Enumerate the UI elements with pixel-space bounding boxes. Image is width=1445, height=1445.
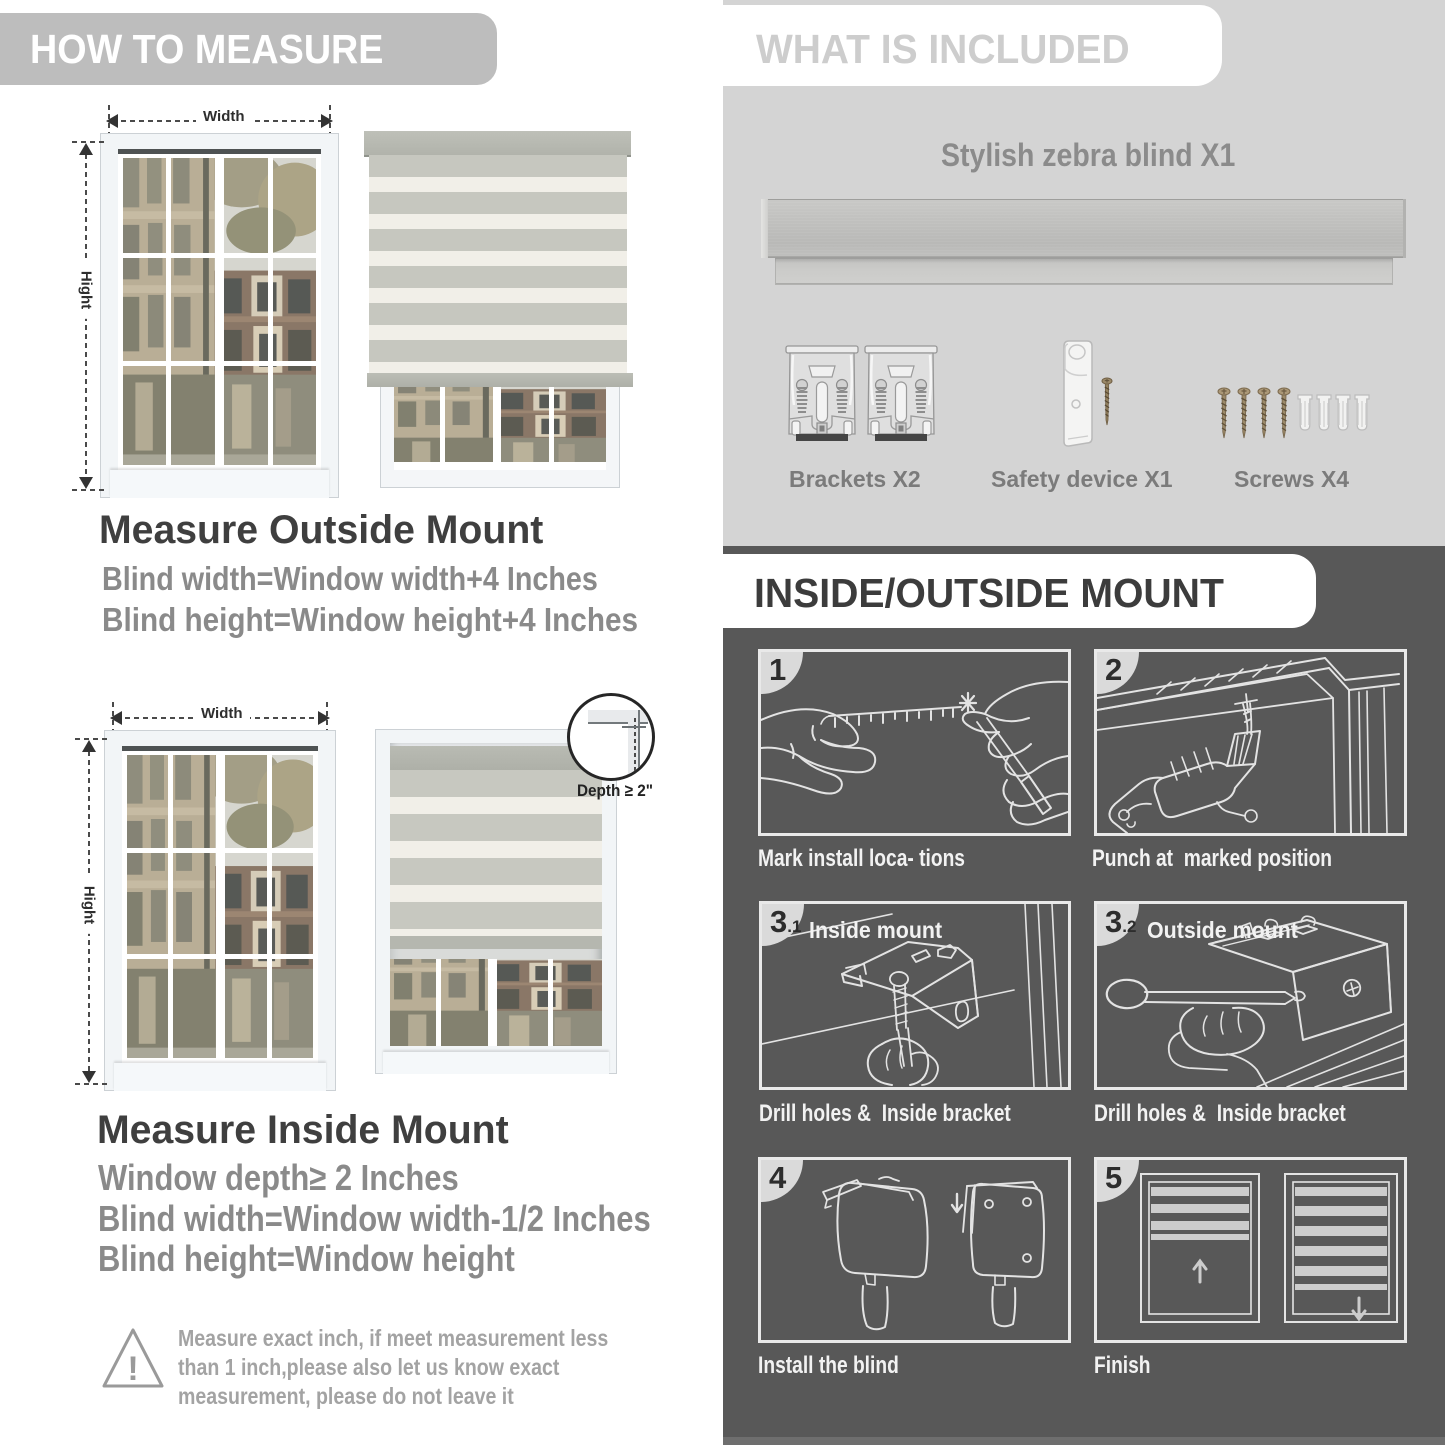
svg-text:!: ! <box>127 1350 138 1388</box>
